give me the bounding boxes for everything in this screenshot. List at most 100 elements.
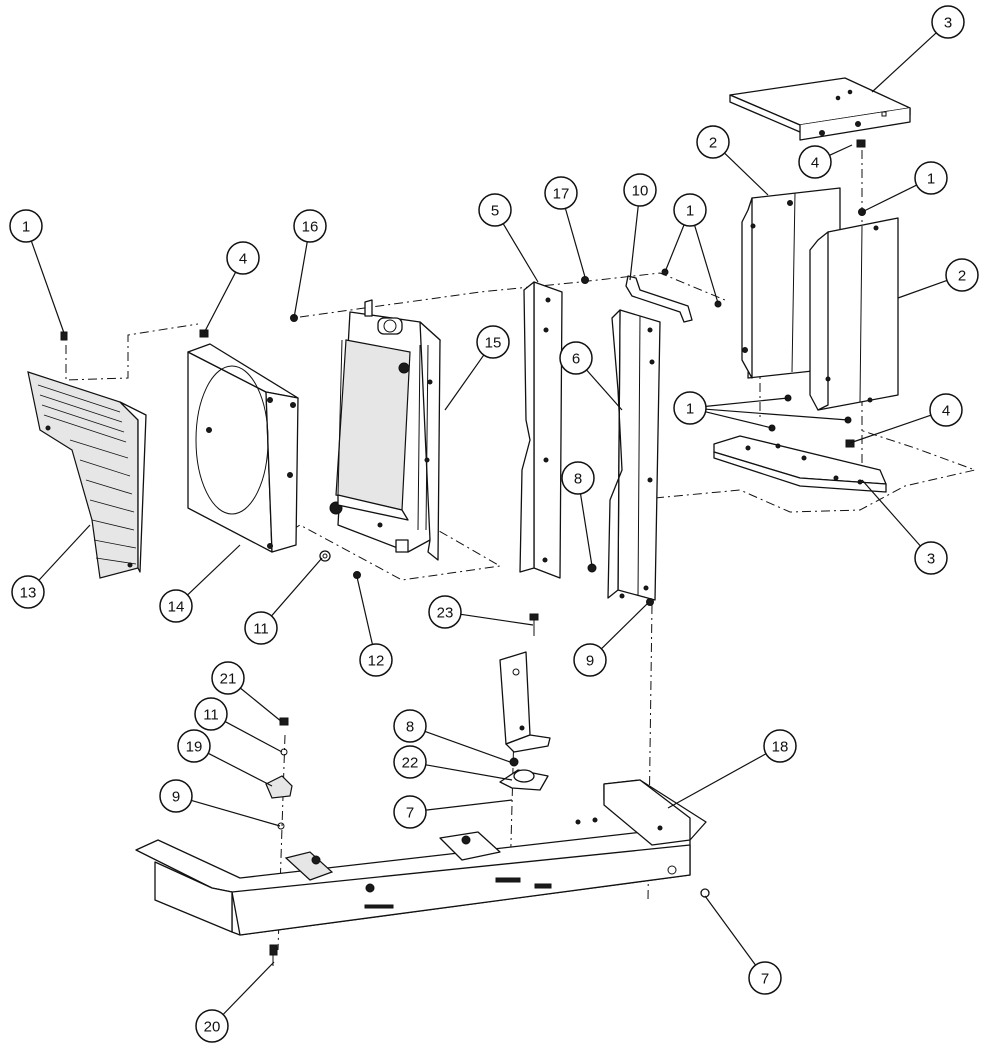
balloon-circle xyxy=(159,589,193,623)
callout-number: 16 xyxy=(302,219,319,236)
callout-balloon: 1 xyxy=(673,193,707,227)
balloon-circle xyxy=(673,193,707,227)
bolt-1-left xyxy=(60,331,68,341)
callout-number: 7 xyxy=(406,805,414,822)
callout-balloon: 1 xyxy=(914,161,948,195)
balloon-circle xyxy=(195,1009,229,1043)
callout-balloon: 11 xyxy=(244,611,278,645)
callout-number: 5 xyxy=(491,203,499,220)
callout-number: 12 xyxy=(368,653,385,670)
balloon-circle xyxy=(673,391,707,425)
radiator xyxy=(329,299,441,561)
callout-number: 3 xyxy=(944,15,952,32)
callout-number: 6 xyxy=(572,351,580,368)
callout-balloon: 9 xyxy=(573,643,607,677)
balloon-circle xyxy=(11,575,45,609)
callout-balloon: 18 xyxy=(763,729,797,763)
callout-balloon: 7 xyxy=(393,795,427,829)
leader-line xyxy=(861,184,917,213)
callout-balloon: 20 xyxy=(195,1009,229,1043)
leader-line xyxy=(579,493,593,567)
grille xyxy=(27,371,147,579)
callout-number: 8 xyxy=(406,719,414,736)
washer-9 xyxy=(646,598,654,606)
leader-line xyxy=(240,687,283,723)
balloon-circle xyxy=(393,709,427,743)
callout-number: 13 xyxy=(20,585,37,602)
mount-22 xyxy=(499,769,549,791)
balloon-circle xyxy=(559,341,593,375)
leader-line xyxy=(629,205,639,281)
balloon-circle xyxy=(194,697,228,731)
leader-line xyxy=(502,223,539,283)
leader-line xyxy=(425,764,513,781)
callout-balloon: 1 xyxy=(9,209,43,243)
balloon-circle xyxy=(159,779,193,813)
callout-number: 18 xyxy=(772,739,789,756)
callout-number: 4 xyxy=(239,251,247,268)
bolt-20 xyxy=(269,944,278,966)
balloon-circle xyxy=(914,161,948,195)
nut-top xyxy=(856,139,866,148)
balloon-circle xyxy=(561,461,595,495)
callout-balloon: 8 xyxy=(561,461,595,495)
callout-number: 2 xyxy=(709,135,717,152)
leader-line xyxy=(356,576,374,645)
leader-line xyxy=(586,369,623,411)
callout-balloon: 13 xyxy=(11,575,45,609)
callout-balloon: 7 xyxy=(748,961,782,995)
leader-line xyxy=(871,32,937,93)
callout-balloon: 17 xyxy=(544,176,578,210)
balloon-circle xyxy=(9,209,43,243)
callout-number: 19 xyxy=(186,739,203,756)
callout-number: 2 xyxy=(958,268,966,285)
bolt-23 xyxy=(529,613,539,636)
balloon-circle xyxy=(573,643,607,677)
balloon-circle xyxy=(211,661,245,695)
callout-balloon: 12 xyxy=(359,643,393,677)
callout-number: 17 xyxy=(553,186,570,203)
leader-line xyxy=(861,479,921,547)
balloon-circle xyxy=(798,145,832,179)
leader-line xyxy=(271,557,323,617)
leader-line xyxy=(424,730,511,763)
leader-line xyxy=(444,354,485,411)
callout-number: 1 xyxy=(22,219,30,236)
vertical-bracket-5 xyxy=(519,281,563,579)
leader-line xyxy=(187,544,241,596)
balloon-circle xyxy=(293,209,327,243)
leader-line xyxy=(425,799,513,811)
leader-line xyxy=(705,411,773,429)
callout-number: 15 xyxy=(485,335,502,352)
bottom-plate xyxy=(713,435,887,493)
leader-line xyxy=(705,397,789,407)
callout-number: 4 xyxy=(811,155,819,172)
callout-balloon: 3 xyxy=(914,541,948,575)
leader-line xyxy=(667,753,767,809)
washer-11 xyxy=(319,550,331,562)
balloon-circle xyxy=(696,125,730,159)
callout-balloon: 4 xyxy=(226,241,260,275)
leader-line xyxy=(897,279,948,299)
callout-balloon: 10 xyxy=(623,173,657,207)
balloon-circle xyxy=(226,241,260,275)
leader-line xyxy=(724,152,769,196)
callout-balloon: 4 xyxy=(798,145,832,179)
balloon-circle xyxy=(393,745,427,779)
bolt-17 xyxy=(581,276,589,284)
bolt-7-right xyxy=(700,888,710,898)
callout-number: 9 xyxy=(586,653,594,670)
callout-balloon: 2 xyxy=(696,125,730,159)
vertical-bracket-6 xyxy=(607,309,661,601)
balloon-circle xyxy=(929,393,963,427)
leader-line xyxy=(30,240,65,334)
balloon-circle xyxy=(428,595,462,629)
balloon-circle xyxy=(931,5,965,39)
leader-lines xyxy=(30,32,948,1015)
leader-line xyxy=(564,208,586,278)
balloon-circle xyxy=(748,961,782,995)
leader-line xyxy=(704,895,757,966)
callout-balloon: 4 xyxy=(929,393,963,427)
